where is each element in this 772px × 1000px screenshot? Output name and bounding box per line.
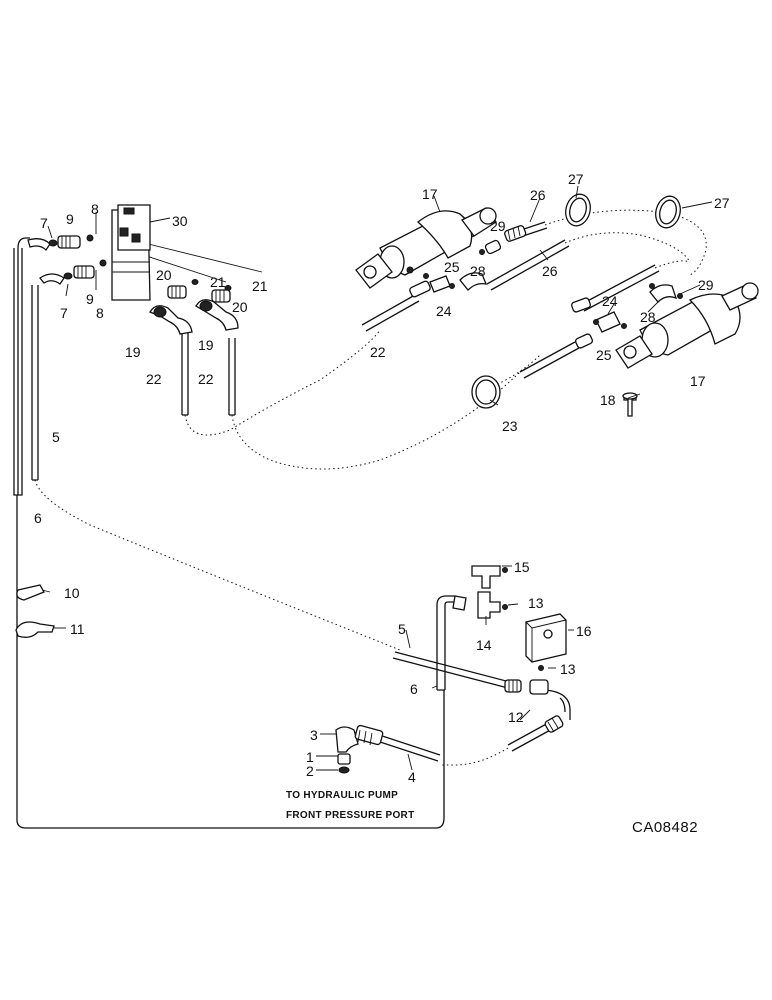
fitting-12 — [544, 715, 564, 733]
callout-9: 9 — [66, 211, 74, 227]
callout-labels: 7 9 8 30 9 7 8 20 21 21 20 19 19 22 22 2… — [34, 171, 730, 785]
callout-24: 24 — [436, 303, 452, 319]
callout-17: 17 — [690, 373, 706, 389]
callout-22: 22 — [370, 344, 386, 360]
hose-lines — [13, 209, 707, 829]
callout-14: 14 — [476, 637, 492, 653]
callout-8: 8 — [96, 305, 104, 321]
callout-20: 20 — [232, 299, 248, 315]
callout-4: 4 — [408, 769, 416, 785]
callout-13: 13 — [528, 595, 544, 611]
valve-block-16 — [525, 613, 567, 663]
callout-1: 1 — [306, 749, 314, 765]
cylinder-17-left — [355, 207, 497, 289]
fittings-13-14-15 — [452, 565, 549, 695]
callout-22: 22 — [146, 371, 162, 387]
callout-27: 27 — [568, 171, 584, 187]
pump-note-line-2: FRONT PRESSURE PORT — [286, 810, 415, 821]
callout-25: 25 — [444, 259, 460, 275]
callout-29: 29 — [490, 218, 506, 234]
rings-27-23 — [471, 193, 681, 409]
callout-23: 23 — [502, 418, 518, 434]
callout-21: 21 — [210, 274, 226, 290]
callout-24: 24 — [602, 293, 618, 309]
valve-block-30 — [111, 204, 151, 301]
callout-2: 2 — [306, 763, 314, 779]
callout-3: 3 — [310, 727, 318, 743]
callout-17: 17 — [422, 186, 438, 202]
callout-28: 28 — [470, 263, 486, 279]
callout-8: 8 — [91, 201, 99, 217]
callout-26: 26 — [530, 187, 546, 203]
pin-18 — [622, 392, 638, 417]
callout-7: 7 — [40, 215, 48, 231]
callout-10: 10 — [64, 585, 80, 601]
callout-18: 18 — [600, 392, 616, 408]
fittings-24-25-28-29 — [409, 225, 683, 349]
pump-note: TO HYDRAULIC PUMP FRONT PRESSURE PORT — [286, 790, 415, 821]
callout-25: 25 — [596, 347, 612, 363]
callout-6: 6 — [410, 681, 418, 697]
callout-22: 22 — [198, 371, 214, 387]
callout-9: 9 — [86, 291, 94, 307]
callout-6: 6 — [34, 510, 42, 526]
leader-lines — [41, 185, 713, 771]
pump-fittings-1-2-3 — [335, 724, 384, 774]
drawing-code: CA08482 — [632, 819, 698, 836]
callout-19: 19 — [198, 337, 214, 353]
callout-15: 15 — [514, 559, 530, 575]
callout-13: 13 — [560, 661, 576, 677]
callout-16: 16 — [576, 623, 592, 639]
fittings-19-20-21 — [149, 279, 239, 335]
callout-21: 21 — [252, 278, 268, 294]
callout-29: 29 — [698, 277, 714, 293]
callout-30: 30 — [172, 213, 188, 229]
cylinder-17-right — [615, 282, 759, 369]
callout-28: 28 — [640, 309, 656, 325]
callout-19: 19 — [125, 344, 141, 360]
clamps-10-11 — [15, 584, 55, 638]
callout-7: 7 — [60, 305, 68, 321]
callout-5: 5 — [52, 429, 60, 445]
callout-27: 27 — [714, 195, 730, 211]
callout-5: 5 — [398, 621, 406, 637]
callout-11: 11 — [70, 621, 85, 637]
elbow-fittings-top-left — [27, 234, 107, 285]
pump-note-line-1: TO HYDRAULIC PUMP — [286, 790, 398, 801]
callout-20: 20 — [156, 267, 172, 283]
callout-12: 12 — [508, 709, 524, 725]
callout-26: 26 — [542, 263, 558, 279]
